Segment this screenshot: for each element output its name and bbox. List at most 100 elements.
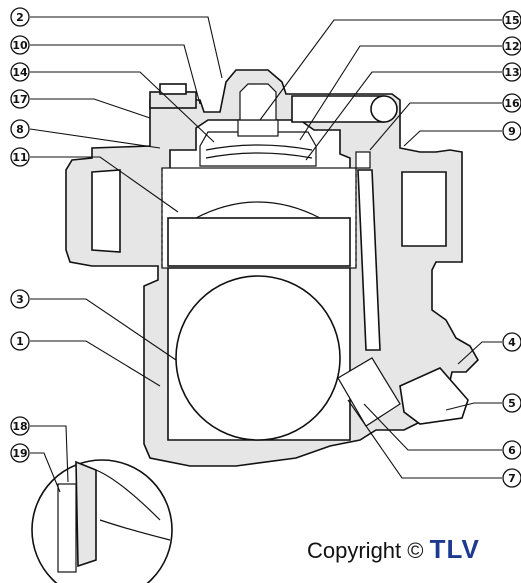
part-badge-1: 1 xyxy=(10,331,30,351)
part-number-12: 12 xyxy=(504,40,519,53)
leader-line-11 xyxy=(30,156,179,213)
part-badge-16: 16 xyxy=(502,93,521,113)
part-badge-circle-18 xyxy=(10,416,30,436)
right-boss-round xyxy=(370,95,398,123)
air-vent-tube xyxy=(357,169,381,351)
part-badge-circle-12 xyxy=(502,36,521,56)
part-badge-17: 17 xyxy=(10,89,30,109)
part-badge-circle-11 xyxy=(10,147,30,167)
part-badge-circle-9 xyxy=(502,121,521,141)
part-number-18: 18 xyxy=(12,420,27,433)
part-badge-circle-13 xyxy=(502,62,521,82)
leader-line-6 xyxy=(363,403,502,451)
leader-line-9 xyxy=(403,130,502,147)
part-badge-14: 14 xyxy=(10,62,30,82)
part-badge-circle-5 xyxy=(502,393,521,413)
part-number-17: 17 xyxy=(12,93,27,106)
part-badge-10: 10 xyxy=(10,35,30,55)
part-number-3: 3 xyxy=(16,293,24,306)
part-badge-9: 9 xyxy=(502,121,521,141)
leader-line-14 xyxy=(30,71,215,143)
part-number-6: 6 xyxy=(508,444,516,457)
part-badge-circle-6 xyxy=(502,440,521,460)
leader-line-17 xyxy=(30,98,151,119)
bimetal-lower xyxy=(205,152,313,159)
part-badge-11: 11 xyxy=(10,147,30,167)
part-badge-8: 8 xyxy=(10,119,30,139)
part-badge-circle-8 xyxy=(10,119,30,139)
bimetal-element xyxy=(205,144,313,151)
inset-curve xyxy=(95,469,161,521)
part-badge-circle-10 xyxy=(10,35,30,55)
part-badge-circle-15 xyxy=(502,10,521,30)
copyright-notice: Copyright © TLV xyxy=(307,534,480,565)
part-badge-circle-3 xyxy=(10,289,30,309)
leader-line-19 xyxy=(30,452,61,493)
leader-line-8 xyxy=(29,128,161,149)
leader-lines xyxy=(29,16,502,493)
part-number-15: 15 xyxy=(504,14,519,27)
air-vent-housing xyxy=(199,131,317,167)
part-badge-19: 19 xyxy=(10,443,30,463)
leader-line-16 xyxy=(369,102,502,151)
leader-line-15 xyxy=(259,19,502,121)
part-badge-circle-1 xyxy=(10,331,30,351)
part-number-13: 13 xyxy=(504,66,519,79)
part-badge-circle-2 xyxy=(10,7,30,27)
inset-detail xyxy=(31,459,173,583)
leader-line-3 xyxy=(30,298,177,361)
part-number-11: 11 xyxy=(12,151,27,164)
part-number-10: 10 xyxy=(12,39,28,52)
leader-line-18 xyxy=(30,425,69,483)
part-number-8: 8 xyxy=(16,123,24,136)
part-number-2: 2 xyxy=(16,11,24,24)
tlv-logo: TLV xyxy=(429,534,480,564)
part-badge-circle-16 xyxy=(502,93,521,113)
part-number-4: 4 xyxy=(508,336,516,349)
part-badge-13: 13 xyxy=(502,62,521,82)
part-badge-circle-4 xyxy=(502,332,521,352)
leader-line-5 xyxy=(445,402,502,411)
part-number-16: 16 xyxy=(504,97,520,110)
part-badge-circle-19 xyxy=(10,443,30,463)
part-badge-7: 7 xyxy=(502,468,521,488)
leader-line-2 xyxy=(30,16,223,79)
leader-line-13 xyxy=(305,71,502,161)
part-badge-6: 6 xyxy=(502,440,521,460)
part-number-9: 9 xyxy=(508,125,516,138)
orifice-seat xyxy=(337,357,401,427)
float-top-arc xyxy=(195,201,321,219)
part-badge-3: 3 xyxy=(10,289,30,309)
outlet-channel xyxy=(399,367,469,425)
part-badge-18: 18 xyxy=(10,416,30,436)
leader-line-10 xyxy=(30,44,201,105)
part-badge-2: 2 xyxy=(10,7,30,27)
outlet-bore xyxy=(401,171,447,247)
leader-line-4 xyxy=(457,341,502,365)
part-badge-4: 4 xyxy=(502,332,521,352)
leader-line-7 xyxy=(347,399,502,479)
vent-screw xyxy=(355,151,371,169)
vent-cap xyxy=(239,83,277,121)
inset-plug xyxy=(57,483,77,573)
part-badge-circle-17 xyxy=(10,89,30,109)
part-number-7: 7 xyxy=(508,472,516,485)
vent-valve-seat xyxy=(237,119,279,137)
part-badge-12: 12 xyxy=(502,36,521,56)
part-badge-circle-7 xyxy=(502,468,521,488)
copyright-text: Copyright © xyxy=(307,538,424,563)
leader-line-1 xyxy=(30,340,161,387)
inlet-bore xyxy=(91,169,121,253)
inset-body xyxy=(75,460,97,568)
part-badge-15: 15 xyxy=(502,10,521,30)
free-float xyxy=(175,275,341,441)
plug-cap xyxy=(159,83,187,95)
float-guide xyxy=(167,217,351,267)
part-badge-circle-14 xyxy=(10,62,30,82)
part-number-14: 14 xyxy=(12,66,28,79)
inset-curve2 xyxy=(99,519,171,541)
part-number-19: 19 xyxy=(12,447,27,460)
